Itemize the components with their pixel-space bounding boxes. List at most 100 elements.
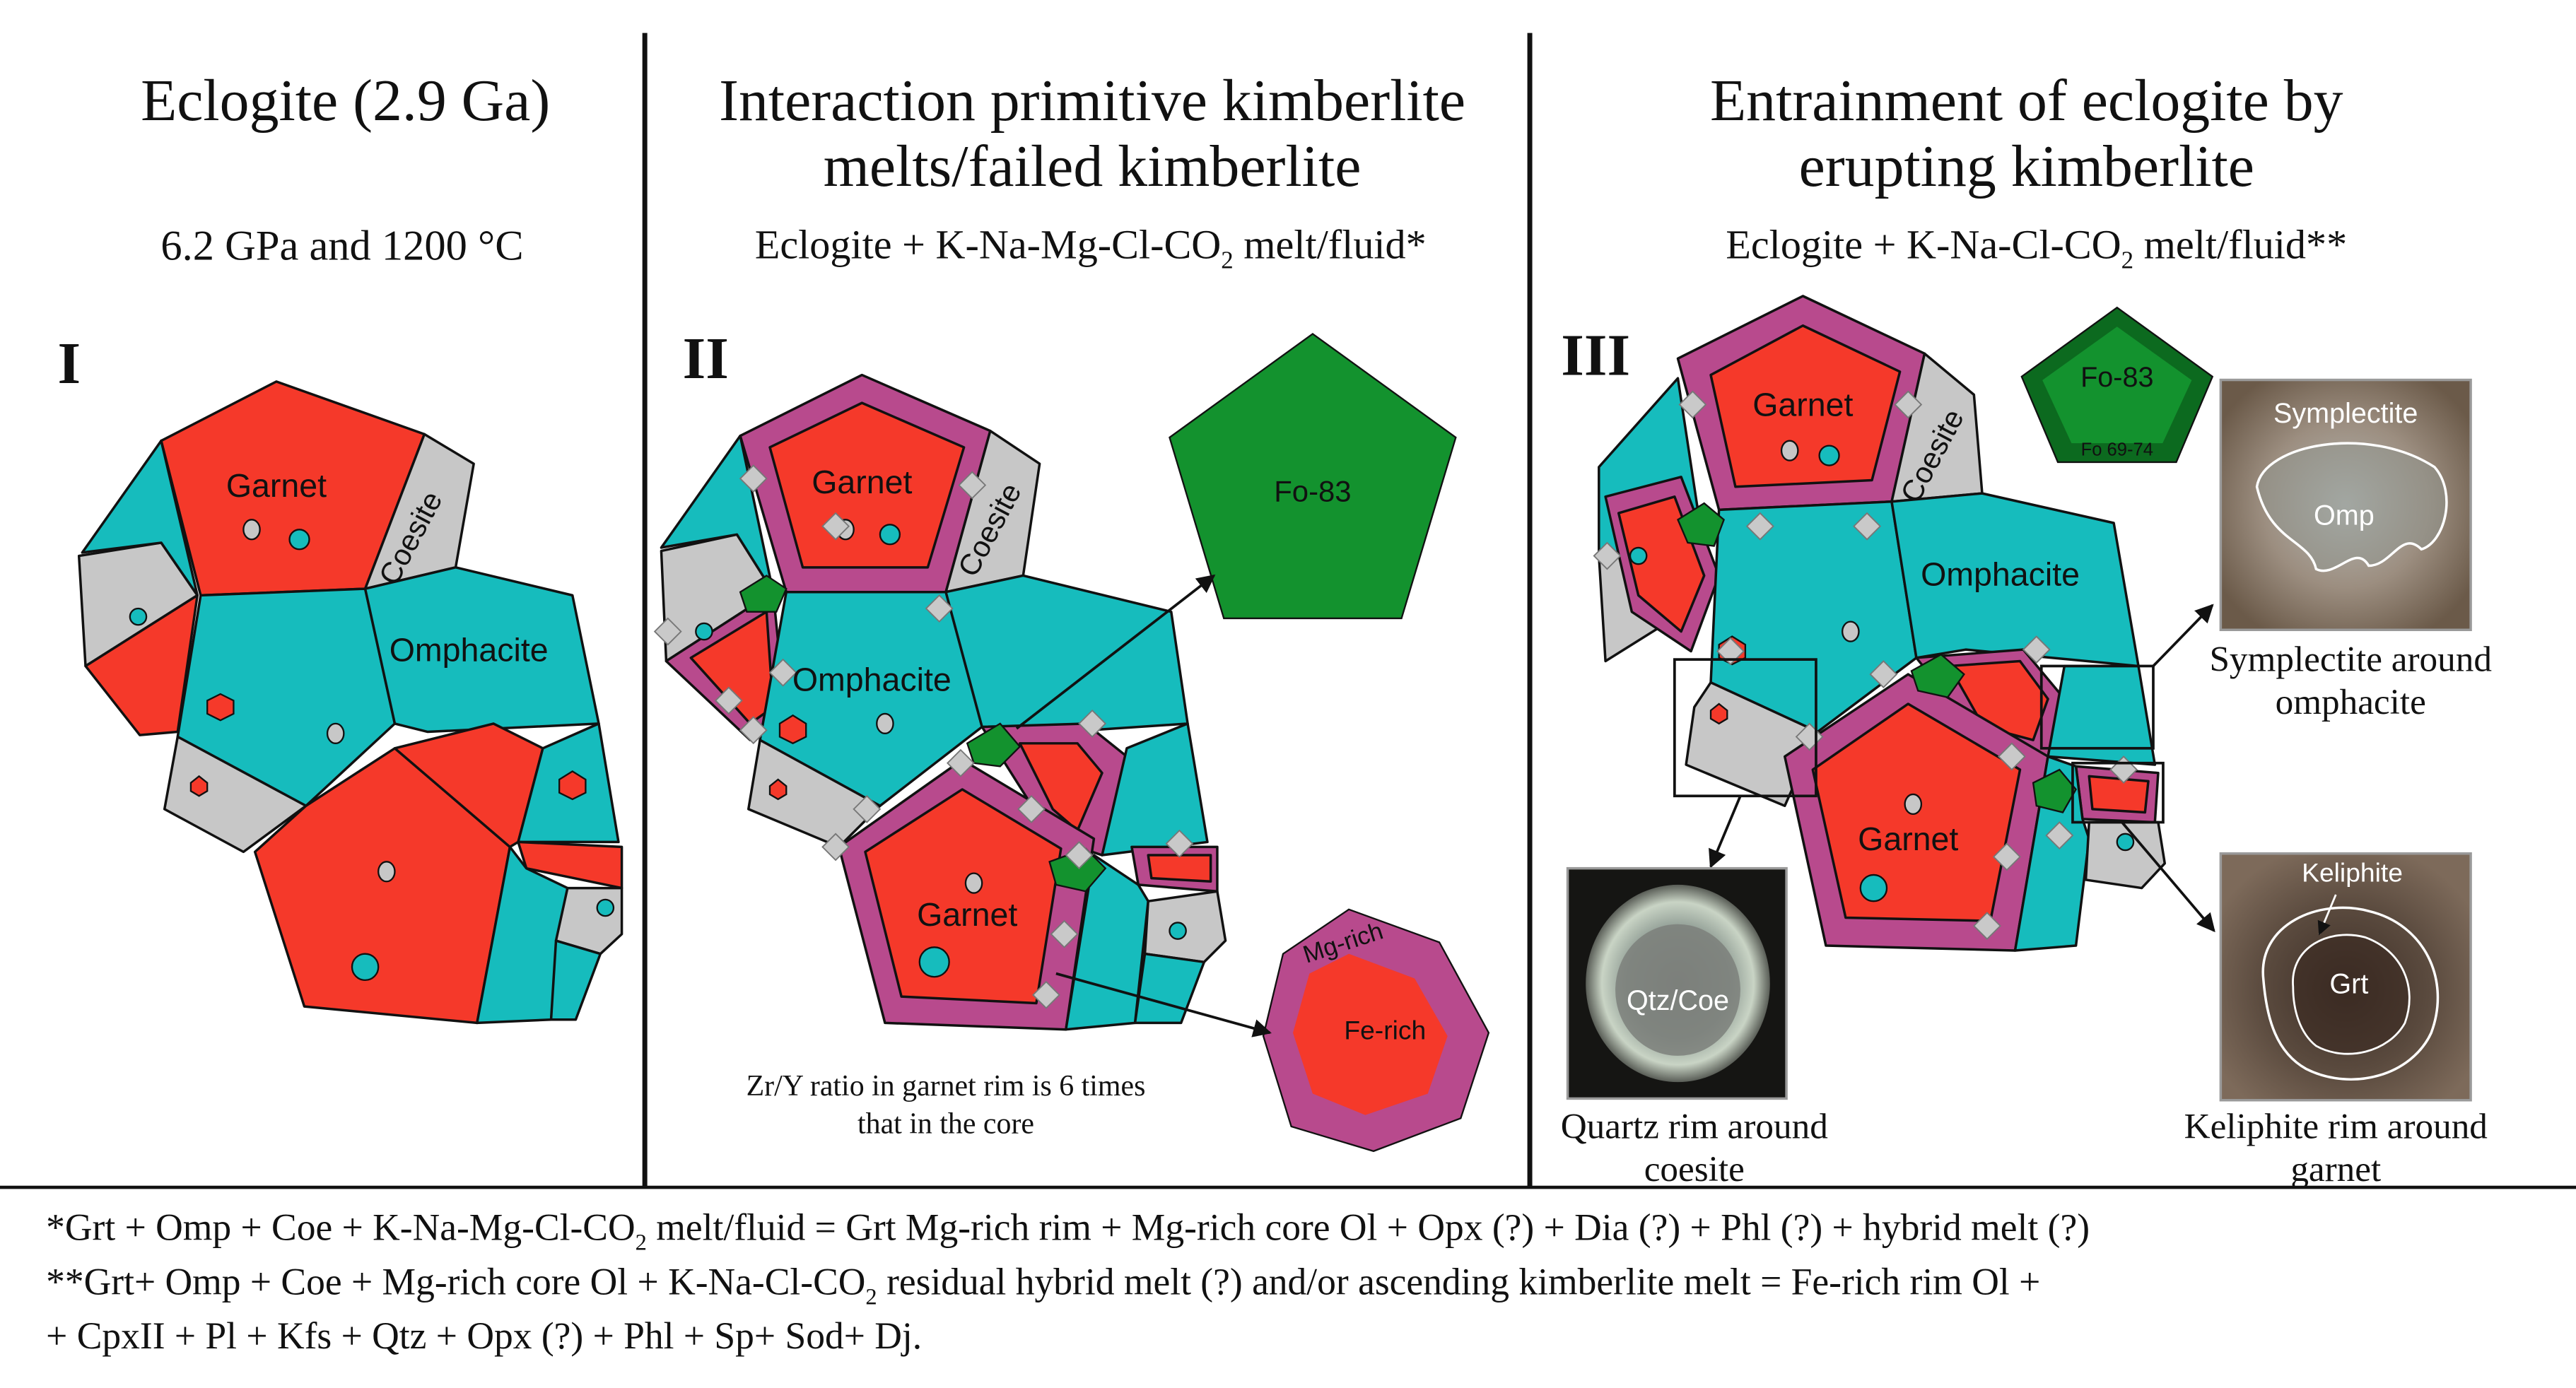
olivine-grain <box>739 575 788 613</box>
panel-2-note-line1: Zr/Y ratio in garnet rim is 6 times <box>747 1070 1146 1102</box>
omphacite-grain-right <box>944 574 1189 736</box>
panel-3-label-fo-rim: Fo 69-74 <box>2081 440 2153 460</box>
diamond-marker <box>821 512 850 541</box>
reaction-2: **Grt+ Omp + Coe + Mg-rich core Ol + K-N… <box>46 1260 2040 1310</box>
omphacite-inclusion <box>879 524 901 546</box>
panel-3-title-line1: Entrainment of eclogite by <box>1710 68 2343 134</box>
panel-2-label-garnet-top: Garnet <box>812 464 912 500</box>
diamond-marker <box>1678 390 1707 419</box>
diamond-marker <box>1869 660 1898 689</box>
panel-2-label-fo: Fo-83 <box>1274 475 1351 508</box>
diamond-marker <box>714 686 743 715</box>
photo-keliphite-outline-outer <box>2261 906 2440 1081</box>
diamond-marker <box>1973 912 2001 941</box>
panel-2-grains <box>660 373 1227 1031</box>
garnet-core-small-right <box>1147 854 1212 883</box>
omphacite-inclusion <box>1169 922 1187 940</box>
panel-2-title-line2: melts/failed kimberlite <box>824 134 1362 199</box>
diamond-marker <box>958 471 987 500</box>
panel-2-inclusions <box>695 519 1187 978</box>
diamond-marker <box>1894 390 1923 419</box>
coesite-inclusion <box>377 861 396 883</box>
selection-box-coesite <box>1673 658 1817 798</box>
panel-1-subtitle: 6.2 GPa and 1200 °C <box>160 223 523 270</box>
photo-quartz: Qtz/Coe <box>1566 866 1788 1100</box>
diamond-marker <box>853 794 882 823</box>
panel-2-label-fe-rich: Fe-rich <box>1344 1016 1426 1045</box>
photo-grt-label: Grt <box>2329 969 2368 1000</box>
selection-box-symplectite <box>2039 664 2155 750</box>
coesite-grain-bottom-right <box>2084 821 2167 890</box>
caption-symplectite-2: omphacite <box>2276 682 2426 722</box>
panel-1-grains <box>77 380 623 1025</box>
garnet-inclusion-hexagon <box>778 714 807 745</box>
olivine-grain <box>1677 502 1726 547</box>
coesite-inclusion <box>876 712 894 735</box>
photo-quartz-core <box>1615 924 1740 1056</box>
omphacite-inclusion <box>596 898 615 917</box>
arrow-to-fo <box>1015 574 1216 730</box>
coesite-inclusion <box>1842 621 1860 642</box>
diamond-marker <box>1050 919 1079 948</box>
garnet-core-small-right <box>2088 775 2150 814</box>
omphacite-inclusion <box>695 622 713 641</box>
omphacite-inclusion <box>918 946 950 978</box>
panel-3: Entrainment of eclogite by erupting kimb… <box>1561 68 2492 1189</box>
diamond-marker <box>1997 742 2026 771</box>
omphacite-inclusion <box>351 953 380 982</box>
panel-1-title: Eclogite (2.9 Ga) <box>141 68 550 134</box>
photo-symplectite-outline <box>2255 442 2448 572</box>
caption-quartz-2: coesite <box>1644 1149 1745 1189</box>
omphacite-grain-tail <box>549 939 602 1021</box>
garnet-inclusion-hexagon <box>1709 702 1728 725</box>
omphacite-inclusion <box>129 607 148 626</box>
diamond-marker <box>1992 842 2021 871</box>
photo-keliphite-outline-inner <box>2292 934 2411 1055</box>
panel-2-note-line2: that in the core <box>857 1107 1034 1140</box>
omphacite-grain-center <box>1709 500 1918 734</box>
diamond-marker <box>1017 794 1046 823</box>
diamond-marker <box>2022 635 2051 664</box>
diamond-marker <box>739 464 768 493</box>
garnet-core-right <box>1018 742 1103 832</box>
garnet-inclusion-hexagon <box>206 693 235 722</box>
panel-1-numeral: I <box>57 331 81 396</box>
panel-2-olivine-grains <box>739 575 1107 893</box>
omphacite-grain-center <box>759 590 983 807</box>
arrow-to-keliphite-photo <box>2121 821 2215 933</box>
panel-3-label-fo: Fo-83 <box>2080 362 2153 393</box>
garnet-core-bottom <box>864 788 1062 1005</box>
diamond-marker <box>653 617 682 646</box>
panel-3-numeral: III <box>1561 323 1630 389</box>
reactions: *Grt + Omp + Coe + K-Na-Mg-Cl-CO2 melt/f… <box>46 1206 2090 1358</box>
garnet-inclusion-hexagon <box>189 775 209 797</box>
reaction-1: *Grt + Omp + Coe + K-Na-Mg-Cl-CO2 melt/f… <box>46 1206 2090 1256</box>
panel-3-label-garnet-bottom: Garnet <box>1858 821 1958 857</box>
fo-83-grain-core <box>2040 324 2194 445</box>
diamond-marker <box>1716 637 1745 666</box>
reaction-3: + CpxII + Pl + Kfs + Qtz + Opx (?) + Phl… <box>46 1315 922 1357</box>
caption-keliphite-2: garnet <box>2290 1149 2381 1189</box>
panel-2-label-omphacite: Omphacite <box>792 661 952 698</box>
omphacite-grain-far-right <box>1101 722 1209 857</box>
arrow-to-symplectite-photo <box>2152 604 2214 667</box>
panel-1-label-omphacite: Omphacite <box>390 631 549 668</box>
photo-qtz-label: Qtz/Coe <box>1627 985 1729 1016</box>
frame <box>0 33 2576 1189</box>
photo-omp-label: Omp <box>2314 500 2375 531</box>
olivine-grain <box>1910 653 1965 698</box>
panel-3-olivine-grains <box>1677 502 2078 813</box>
panel-3-label-omphacite: Omphacite <box>1921 555 2080 592</box>
garnet-inclusion-hexagon <box>558 770 587 801</box>
coesite-grain-bottom-left <box>163 735 308 854</box>
omphacite-inclusion <box>2116 833 2135 852</box>
panel-2-label-garnet-bottom: Garnet <box>917 896 1017 933</box>
photo-symplectite-label: Symplectite <box>2273 398 2418 429</box>
coesite-inclusion <box>964 872 983 894</box>
omphacite-grain-bottom-right <box>1065 854 1149 1031</box>
omphacite-grain-center <box>176 587 397 807</box>
diamond-marker <box>1065 841 1094 869</box>
olivine-grain <box>2032 768 2078 813</box>
photo-keliphite-pointer <box>2317 894 2337 936</box>
diamond-marker <box>925 594 954 623</box>
